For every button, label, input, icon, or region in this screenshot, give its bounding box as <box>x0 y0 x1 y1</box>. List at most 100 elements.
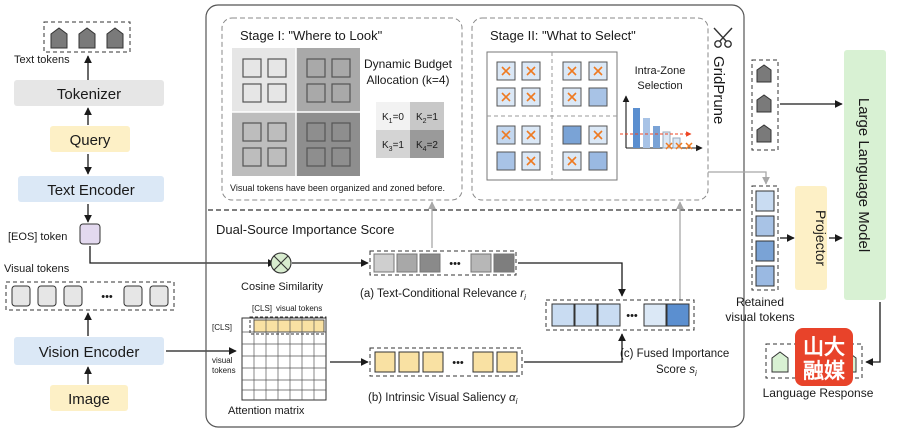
saliency-token <box>374 351 396 373</box>
arrow-saliency-to-fused <box>524 333 626 363</box>
retained-token <box>755 215 775 237</box>
saliency-token <box>398 351 420 373</box>
stage1-panel: Stage I: "Where to Look" Dynamic Budget … <box>221 17 463 201</box>
arrow-eos-to-cosine <box>89 246 276 267</box>
watermark-badge <box>795 328 853 386</box>
attn-cls-row <box>253 319 325 333</box>
scissors-icon <box>713 27 733 48</box>
k4-cell <box>410 130 444 158</box>
vision-encoder-label: Vision Encoder <box>39 344 140 361</box>
text-tokens-box <box>43 21 131 53</box>
k4-label: K4=2 <box>416 140 438 153</box>
cosine-label: Cosine Similarity <box>241 281 323 293</box>
attn-visual-left2: tokens <box>212 366 236 375</box>
selection-line1: Intra-Zone <box>635 65 686 77</box>
selection-pruned-marks <box>665 142 693 150</box>
selection-line2: Selection <box>637 80 682 92</box>
relevance-label: (a) Text-Conditional Relevance ri <box>360 288 526 302</box>
stage2-panel: Stage II: "What to Select" Intra-Zone Se… <box>471 17 709 201</box>
fused-line2: Score si <box>656 364 697 378</box>
stage2-box <box>471 17 709 201</box>
response-token-shape <box>771 351 789 373</box>
eos-token-box <box>79 223 101 245</box>
attn-cls-left: [CLS] <box>212 323 232 332</box>
saliency-token <box>472 351 494 373</box>
llm-label: Large Language Model <box>855 98 872 252</box>
saliency-tokens-box <box>369 347 523 377</box>
selection-bar <box>653 126 660 148</box>
saliency-token-row: ••• <box>369 347 523 377</box>
watermark-line2: 融媒 <box>803 359 846 383</box>
vision-encoder-box <box>14 337 164 365</box>
k2-cell <box>410 102 444 130</box>
visual-token <box>11 285 31 307</box>
eos-token-label: [EOS] token <box>8 231 67 243</box>
visual-token <box>149 285 169 307</box>
attn-visual-left1: visual <box>212 356 233 365</box>
watermark-line1: 山大 <box>803 336 845 359</box>
arrow-llm-to-response <box>865 302 881 366</box>
output-token-shape <box>756 64 772 83</box>
relevance-token <box>419 253 441 273</box>
fused-token-row: ••• <box>545 299 695 331</box>
visual-token <box>63 285 83 307</box>
attn-grid-lines <box>242 318 326 400</box>
saliency-ellipsis: ••• <box>452 357 464 369</box>
text-encoder-label: Text Encoder <box>47 182 135 199</box>
fused-token <box>551 303 575 327</box>
arrow-stage2-to-retained <box>708 171 770 185</box>
llm-box <box>844 50 886 300</box>
text-tokens-group: Text tokens <box>14 21 131 66</box>
saliency-token <box>422 351 444 373</box>
arrow-relevance-to-fused <box>518 262 626 297</box>
stage2-title: Stage II: "What to Select" <box>490 28 636 43</box>
projector-label: Projector <box>813 210 829 266</box>
stage1-box <box>221 17 463 201</box>
relevance-tokens-box <box>369 250 517 276</box>
response-label: Language Response <box>763 386 874 400</box>
stage1-title: Stage I: "Where to Look" <box>240 28 383 43</box>
retained-token <box>755 240 775 262</box>
k1-label: K1=0 <box>382 112 404 125</box>
text-token-shape <box>106 27 124 49</box>
fused-ellipsis: ••• <box>626 310 638 322</box>
visual-tokens-row: ••• <box>5 281 175 311</box>
retained-tokens-box <box>751 185 779 291</box>
text-tokens-label: Text tokens <box>14 54 70 66</box>
projector-box <box>795 186 827 290</box>
relevance-token <box>396 253 418 273</box>
attn-caption: Attention matrix <box>228 405 305 417</box>
fused-token <box>643 303 667 327</box>
budget-line1: Dynamic Budget <box>364 57 453 71</box>
text-encoder-box <box>18 176 164 202</box>
query-label: Query <box>70 132 111 149</box>
retained-token <box>755 265 775 287</box>
retained-token-column <box>751 185 779 291</box>
watermark-logo: 山大 融媒 <box>795 328 853 386</box>
output-tokens-box <box>751 59 779 151</box>
k3-label: K3=1 <box>382 140 404 153</box>
attn-visual-top: visual tokens <box>276 304 322 313</box>
relevance-token <box>493 253 515 273</box>
relevance-token <box>373 253 395 273</box>
selection-bar <box>643 118 650 148</box>
selection-bar <box>633 108 640 148</box>
relevance-token <box>470 253 492 273</box>
k1-cell <box>376 102 410 130</box>
retained-line2: visual tokens <box>725 310 794 324</box>
dual-source-title: Dual-Source Importance Score <box>216 222 394 237</box>
fused-line1: (c) Fused Importance <box>620 348 729 360</box>
fused-token <box>666 303 690 327</box>
visual-tokens-ellipsis: ••• <box>101 291 113 303</box>
output-token-shape <box>756 124 772 143</box>
image-box <box>50 385 128 411</box>
relevance-ellipsis: ••• <box>449 258 461 270</box>
relevance-token-row: ••• <box>369 250 517 276</box>
retained-token <box>755 190 775 212</box>
stage1-note: Visual tokens have been organized and zo… <box>230 183 445 193</box>
fused-token <box>597 303 621 327</box>
retained-line1: Retained <box>736 295 784 309</box>
cosine-similarity-icon <box>270 252 292 274</box>
attn-cls-highlight <box>249 316 327 335</box>
